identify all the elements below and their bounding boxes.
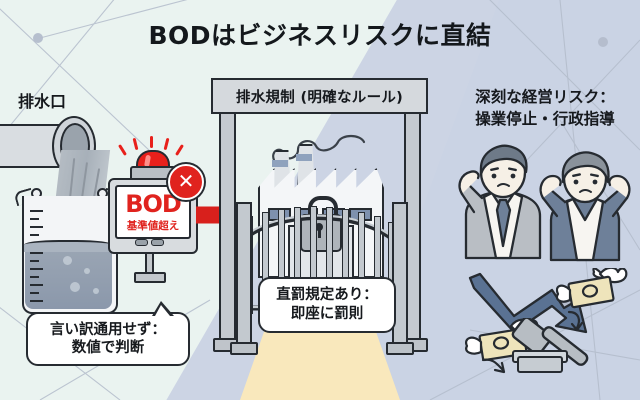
padlock-keyslot [317,228,321,238]
water-bubble [84,268,90,274]
bod-readout-value: BOD [125,189,182,218]
worried-businesswoman [539,151,631,262]
page-title: BODはビジネスリスクに直結 [148,21,492,50]
beaker-graduation [30,210,43,212]
water-bubble [70,282,80,292]
smokestack-band [296,154,312,161]
excuse-callout-line2: 数値で判断 [71,340,145,356]
over-limit-x-icon: ✕ [168,164,204,200]
beaker-graduation [30,260,39,262]
curved-arrow-icon [567,310,584,332]
smokestack-band [272,160,288,167]
beaker-graduation [30,234,39,236]
sign-post-left [219,110,236,346]
beaker-graduation [30,300,43,302]
beaker-graduation [30,218,39,220]
curved-arrow-icon [481,358,506,374]
beaker-graduation [30,226,43,228]
beaker-graduation [30,284,43,286]
beaker-graduation [30,268,43,270]
excuse-callout: 言い訳通用せず： 数値で判断 [26,301,190,366]
beaker-graduation [30,292,39,294]
risk-heading-line2: 操業停止・行政指導 [475,110,615,129]
gavel-icon [511,318,589,366]
gate-post-foot-left [230,342,258,355]
beaker-water [24,244,112,309]
padlock-keyhole [315,223,323,231]
flying-money-icon [556,268,628,309]
penalty-callout-line2: 即座に罰則 [290,306,364,322]
outlet-label: 排水口 [18,92,67,111]
beaker-water-surface [24,240,112,252]
regulation-sign: 排水規制 (明確なルール) [211,78,428,114]
gate-post-foot-right [386,342,414,355]
water-bubble [93,288,99,294]
beaker-graduation [30,252,43,254]
bod-meter-button[interactable] [135,239,148,246]
gavel-sound-block [517,356,563,373]
callout-tail [152,301,174,316]
bod-readout-status: 基準値超え [126,219,180,232]
bod-meter-button[interactable] [151,239,164,246]
penalty-callout: 直罰規定あり： 即座に罰則 [258,277,396,333]
risk-heading: 深刻な経営リスク： 操業停止・行政指導 [452,86,638,131]
risk-heading-line1: 深刻な経営リスク： [475,88,615,106]
water-bubble [63,256,72,265]
bod-meter-foot [134,272,166,283]
penalty-callout-line1: 直罰規定あり： [276,287,378,304]
worried-businessman [458,144,542,260]
excuse-callout-line1: 言い訳通用せず： [50,321,166,338]
gate-post-left [236,202,252,352]
beacon-ray [150,136,153,148]
beaker-graduation [30,276,39,278]
gate-post-right [392,202,408,352]
